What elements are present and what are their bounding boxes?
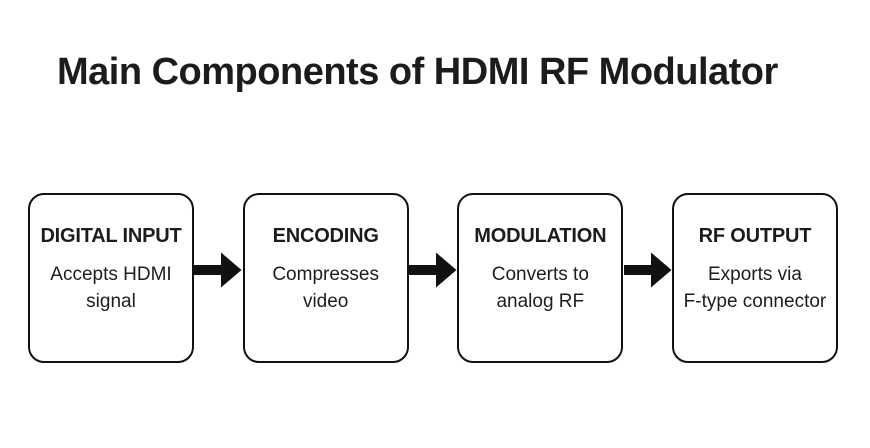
- flow-step-encoding: ENCODING Compresses video: [242, 193, 409, 363]
- flow-step-digital-input: DIGITAL INPUT Accepts HDMI signal: [28, 193, 194, 363]
- step-description: Accepts HDMI signal: [36, 261, 186, 315]
- step-title: DIGITAL INPUT: [40, 225, 182, 247]
- step-title: RF OUTPUT: [698, 225, 812, 247]
- step-description-line: signal: [86, 291, 136, 312]
- page-title: Main Components of HDMI RF Modulator: [57, 51, 778, 93]
- step-description: Converts to analog RF: [465, 261, 615, 315]
- step-description: Compresses video: [251, 261, 401, 315]
- step-description-line: Converts to: [491, 264, 589, 285]
- step-description-line: analog RF: [496, 291, 585, 312]
- arrow-right-icon: [408, 252, 457, 288]
- flow-step-modulation: MODULATION Converts to analog RF: [457, 193, 624, 363]
- flow-step-rf-output: RF OUTPUT Exports via F-type connector: [671, 193, 838, 363]
- step-title: ENCODING: [272, 225, 379, 247]
- arrow-right-icon: [623, 252, 672, 288]
- step-description: Exports via F-type connector: [680, 261, 830, 315]
- step-description-line: Exports via: [707, 264, 802, 285]
- step-description-line: Accepts HDMI: [50, 264, 172, 285]
- step-title: MODULATION: [474, 225, 607, 247]
- arrow-right-icon: [194, 252, 242, 288]
- step-description-line: F-type connector: [683, 291, 827, 312]
- flow-diagram: DIGITAL INPUT Accepts HDMI signal ENCODI…: [28, 193, 838, 363]
- step-description-line: Compresses: [272, 264, 379, 285]
- step-description-line: video: [302, 291, 349, 312]
